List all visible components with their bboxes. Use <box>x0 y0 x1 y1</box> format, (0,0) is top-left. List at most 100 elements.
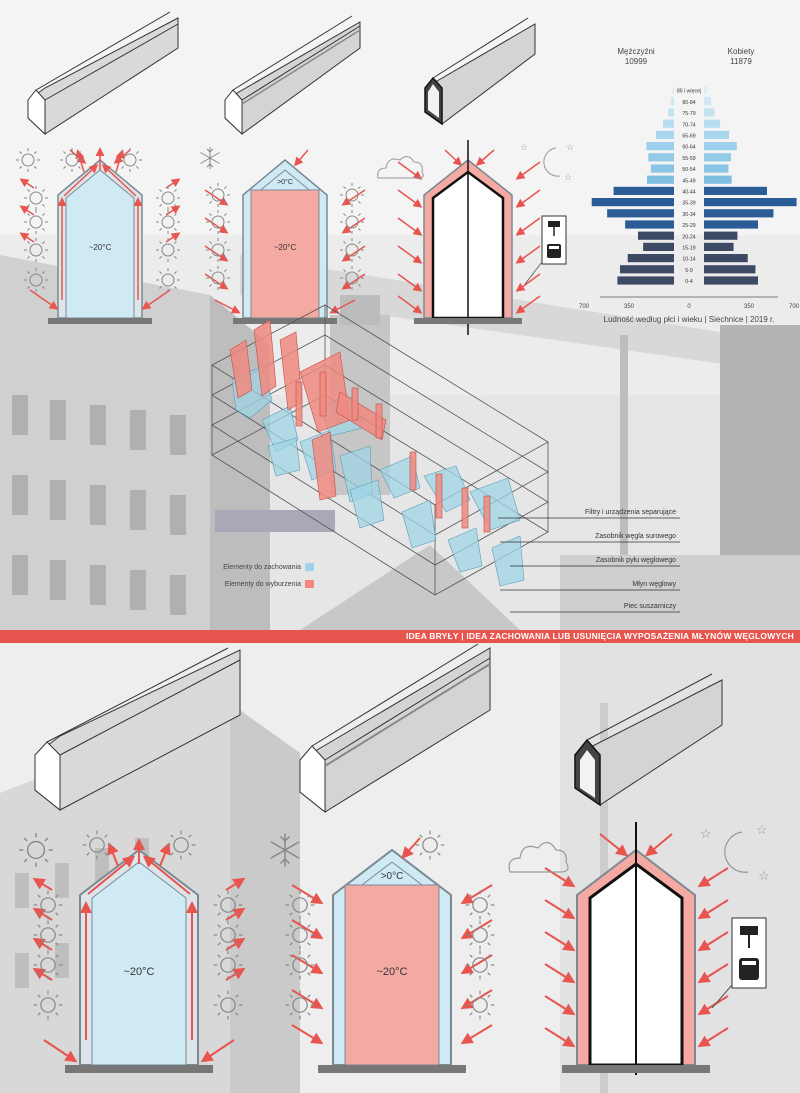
pyramid-bar-women <box>704 276 758 285</box>
pyramid-bar-women <box>704 198 797 207</box>
pyramid-bar-men <box>663 119 674 128</box>
pyramid-bar-men <box>670 97 674 106</box>
attic-temp-label: >0°C <box>277 178 293 186</box>
block-2-bottom <box>299 643 491 814</box>
pyramid-bar-women <box>704 220 758 229</box>
pyramid-bar-men <box>620 265 674 274</box>
pyramid-age-label: 10-14 <box>682 257 695 263</box>
pyramid-age-label: 85 i więcej <box>677 89 701 95</box>
pyramid-age-label: 50-54 <box>682 167 695 173</box>
pyramid-bar-women <box>704 186 767 195</box>
callout-dryer: Piec suszarniczy <box>624 603 677 610</box>
section-2-top: >0°C ~20°C <box>200 146 366 324</box>
pyramid-bar-men <box>627 254 674 263</box>
pyramid-age-label: 65-69 <box>682 134 695 140</box>
attic-temp-label: >0°C <box>381 871 404 882</box>
moon-stars-icon: ☆ ☆ ☆ <box>520 142 574 182</box>
block-1-bottom <box>34 647 241 812</box>
pyramid-age-label: 80-84 <box>682 100 695 106</box>
pyramid-bar-men <box>647 175 674 184</box>
cloud-sun-icon <box>377 156 424 179</box>
pyramid-bar-men <box>646 142 674 151</box>
pyramid-bar-men <box>617 276 674 285</box>
block-3-bottom <box>574 673 723 807</box>
pyramid-bar-women <box>704 108 715 117</box>
temp-inner-label: ~20°C <box>376 966 407 978</box>
temp-inner-label: ~20°C <box>274 243 297 252</box>
pyramid-bar-men <box>656 130 674 139</box>
svg-text:☆: ☆ <box>564 172 572 182</box>
pyramid-bar-men <box>607 209 674 218</box>
callout-raw-coal-bunker: Zasobnik węgla surowego <box>595 533 676 540</box>
section-3-top: ☆ ☆ ☆ <box>377 140 574 335</box>
pyramid-age-label: 40-44 <box>682 190 695 196</box>
pyramid-age-label: 45-49 <box>682 178 695 184</box>
section-1-bottom: ~20°C <box>18 829 246 1073</box>
pyramid-bar-men <box>648 153 674 162</box>
pyramid-bar-women <box>704 242 734 251</box>
svg-text:☆: ☆ <box>756 822 768 837</box>
pyramid-age-label: 70-74 <box>682 122 695 128</box>
pyramid-axis-tick: 350 <box>624 304 635 310</box>
svg-text:☆: ☆ <box>758 868 770 883</box>
paint-roller-icon <box>711 917 767 1009</box>
pyramid-age-label: 0-4 <box>685 279 693 285</box>
callout-coal-dust-bunker: Zasobnik pyłu węglowego <box>596 557 676 564</box>
pyramid-bar-women <box>704 175 732 184</box>
pyramid-age-label: 20-24 <box>682 234 695 240</box>
legend-keep-label: Elementy do zachowania <box>223 564 301 571</box>
legend-keep-swatch <box>305 563 314 571</box>
pyramid-age-label: 60-64 <box>682 145 695 151</box>
pyramid-bar-women <box>704 119 721 128</box>
pyramid-bar-men <box>625 220 674 229</box>
temp-inner-label: ~20°C <box>123 966 154 978</box>
men-total: 10999 <box>625 57 648 66</box>
pyramid-bar-women <box>704 86 707 95</box>
pyramid-bar-men <box>668 108 674 117</box>
pyramid-bar-women <box>704 142 737 151</box>
paint-roller-icon <box>524 215 567 285</box>
pyramid-bar-women <box>704 164 729 173</box>
legend-demolish-label: Elementy do wyburzenia <box>225 581 301 588</box>
pyramid-bar-women <box>704 153 731 162</box>
temp-inner-label: ~20°C <box>89 243 112 252</box>
section-3-bottom: ☆ ☆ ☆ <box>508 822 770 1075</box>
svg-text:☆: ☆ <box>566 142 574 152</box>
block-2-top <box>224 15 361 136</box>
svg-text:☆: ☆ <box>520 142 528 152</box>
pyramid-axis-tick: 350 <box>744 304 755 310</box>
pyramid-age-label: 30-34 <box>682 212 695 218</box>
pyramid-caption: Ludność według płci i wieku | Siechnice … <box>604 315 775 324</box>
pyramid-bar-women <box>704 231 738 240</box>
population-pyramid: Mężczyźni 10999 Kobiety 11879 85 i więce… <box>579 47 800 324</box>
pyramid-bar-women <box>704 130 730 139</box>
pyramid-bar-men <box>643 242 674 251</box>
pyramid-age-label: 35-39 <box>682 201 695 207</box>
pyramid-bar-men <box>591 198 674 207</box>
section-1-top: ~20°C <box>15 147 181 324</box>
women-label: Kobiety <box>728 47 755 56</box>
section-banner: IDEA BRYŁY | IDEA ZACHOWANIA LUB USUNIĘC… <box>0 630 800 643</box>
pyramid-axis-tick: 700 <box>579 304 590 310</box>
callout-coal-mill: Młyn węglowy <box>632 581 676 588</box>
banner-title: IDEA BRYŁY | IDEA ZACHOWANIA LUB USUNIĘC… <box>405 631 794 641</box>
men-label: Mężczyźni <box>617 47 655 56</box>
legend: Elementy do zachowania Elementy do wybur… <box>223 563 314 588</box>
pyramid-bar-men <box>672 86 674 95</box>
pyramid-age-label: 75-79 <box>682 111 695 117</box>
block-3-top <box>424 17 536 126</box>
block-1-top <box>27 11 179 136</box>
section-2-bottom: >0°C ~20°C <box>270 829 495 1073</box>
pyramid-bar-men <box>650 164 674 173</box>
pyramid-bar-men <box>638 231 674 240</box>
pyramid-age-label: 15-19 <box>682 246 695 252</box>
pyramid-axis-tick: 700 <box>789 304 800 310</box>
women-total: 11879 <box>730 57 752 66</box>
pyramid-age-label: 25-29 <box>682 223 695 229</box>
cloud-sun-icon <box>508 841 569 873</box>
pyramid-age-label: 55-59 <box>682 156 695 162</box>
legend-demolish-swatch <box>305 580 314 588</box>
pyramid-bar-women <box>704 97 712 106</box>
pyramid-bar-women <box>704 254 748 263</box>
